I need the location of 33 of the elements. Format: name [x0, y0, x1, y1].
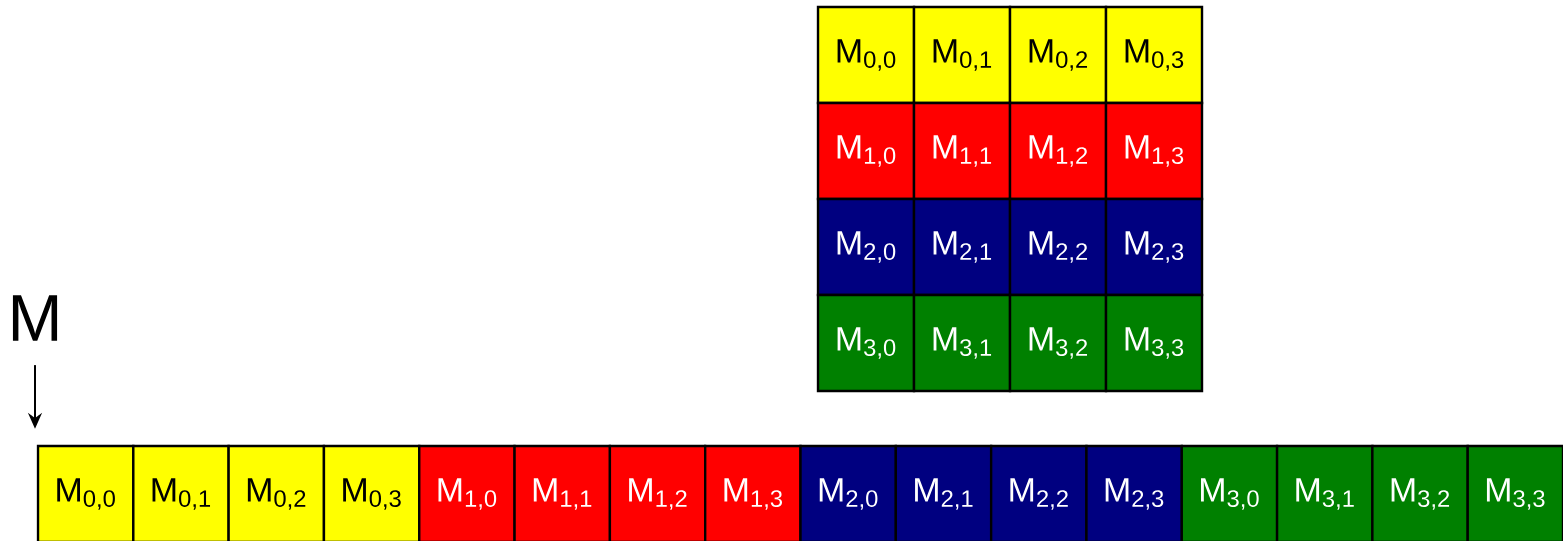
matrix-label: M [12, 295, 58, 341]
memory-cell: M$_{3,2}$ [1371, 444, 1469, 541]
memory-cell: M$_{2,1}$ [894, 444, 993, 541]
matrix-cell: M$_{1,0}$ [816, 101, 916, 201]
matrix-cell: M$_{0,0}$ [816, 5, 916, 105]
memory-cell: M$_{1,0}$ [418, 444, 516, 541]
matrix-cell: M$_{2,0}$ [816, 197, 916, 297]
matrix-cell: M$_{3,1}$ [912, 293, 1012, 393]
memory-cell: M$_{0,2}$ [227, 444, 326, 541]
matrix-cell: M$_{2,3}$ [1104, 197, 1204, 297]
matrix-cell: M$_{0,3}$ [1104, 5, 1204, 105]
matrix-cell: M$_{3,0}$ [816, 293, 916, 393]
memory-cell: M$_{1,3}$ [704, 444, 802, 541]
memory-cell: M$_{2,3}$ [1085, 444, 1183, 541]
matrix-cell: M$_{1,2}$ [1008, 101, 1108, 201]
matrix-cell: M$_{2,2}$ [1008, 197, 1108, 297]
memory-cell: M$_{2,0}$ [799, 444, 898, 541]
matrix-cell: M$_{3,2}$ [1008, 293, 1108, 393]
memory-cell: M$_{0,3}$ [322, 444, 421, 541]
matrix-cell: M$_{0,1}$ [912, 5, 1012, 105]
memory-cell: M$_{0,0}$ [36, 444, 135, 541]
memory-cell: M$_{2,2}$ [989, 444, 1088, 541]
matrix-cell: M$_{1,1}$ [912, 101, 1012, 201]
matrix-cell: M$_{2,1}$ [912, 197, 1012, 297]
memory-cell: M$_{3,0}$ [1180, 444, 1279, 541]
memory-cell: M$_{1,1}$ [513, 444, 612, 541]
matrix-cell: M$_{3,3}$ [1104, 293, 1204, 393]
memory-cell: M$_{3,3}$ [1466, 444, 1563, 541]
matrix-cell: M$_{1,3}$ [1104, 101, 1204, 201]
matrix-cell: M$_{0,2}$ [1008, 5, 1108, 105]
memory-cell: M$_{0,1}$ [132, 444, 230, 541]
memory-cell: M$_{1,2}$ [608, 444, 707, 541]
memory-cell: M$_{3,1}$ [1275, 444, 1374, 541]
